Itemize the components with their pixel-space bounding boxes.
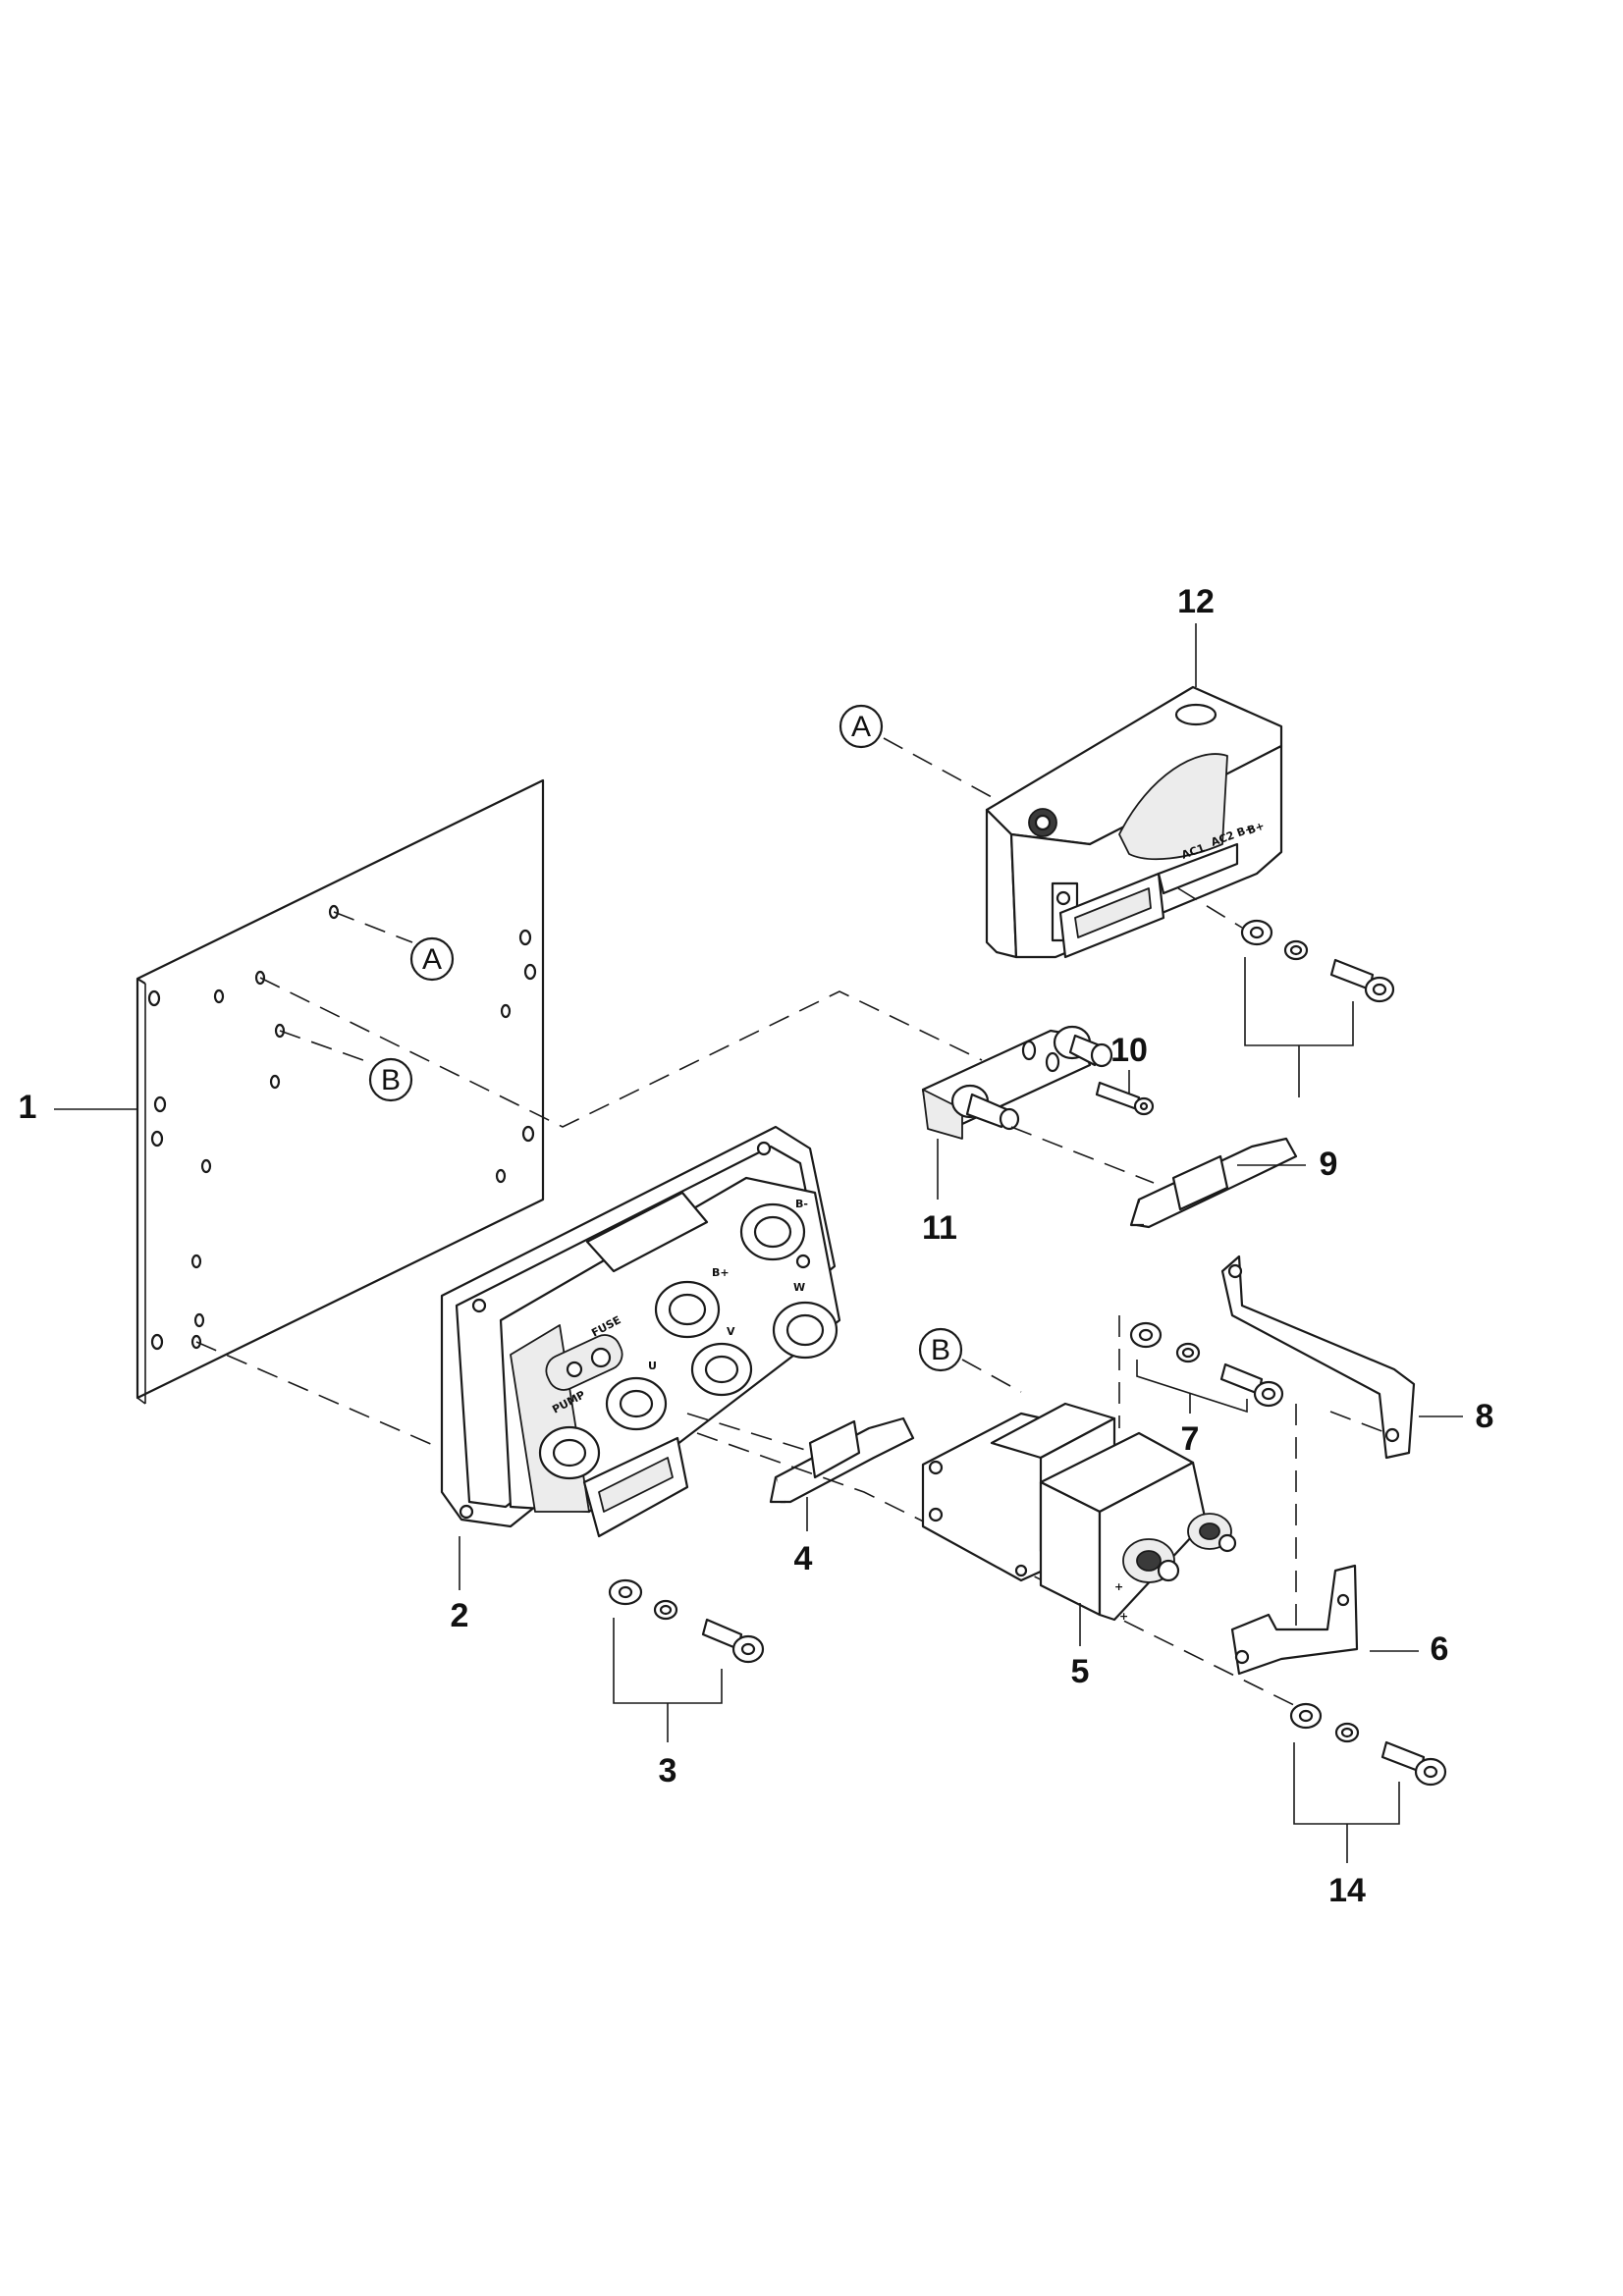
marking-b-plus: B+ <box>712 1266 730 1279</box>
callout-7: 7 <box>1181 1420 1200 1458</box>
callout-11: 11 <box>922 1209 957 1247</box>
control-module-12: AC1 AC2 B+ B+ <box>985 685 1283 959</box>
plate-holes <box>147 904 537 1351</box>
callout-10: 10 <box>1110 1032 1148 1069</box>
fuse-strip-9 <box>1129 1137 1298 1229</box>
ref-A-top: A <box>839 704 884 749</box>
callout-9: 9 <box>1320 1146 1338 1183</box>
marking-b-minus: B- <box>795 1198 808 1210</box>
callout-5: 5 <box>1071 1653 1090 1690</box>
callout-8: 8 <box>1476 1398 1494 1435</box>
contactor-5: + + <box>921 1402 1237 1623</box>
ref-B-relay: B <box>918 1327 963 1372</box>
fuse-strip-4 <box>769 1416 915 1504</box>
svg-text:A: A <box>851 711 871 743</box>
controller-terminals <box>538 1202 839 1480</box>
svg-text:B: B <box>931 1334 950 1366</box>
fastener-set-module <box>1240 919 1395 1003</box>
svg-text:B: B <box>381 1064 401 1096</box>
marking-bplus: B+ <box>1246 820 1267 837</box>
motor-controller: FUSE PUMP U V W B+ B- <box>440 1125 841 1538</box>
svg-text:+: + <box>1114 1580 1123 1593</box>
fastener-set-14 <box>1289 1702 1447 1787</box>
svg-text:A: A <box>422 943 442 976</box>
callout-14: 14 <box>1328 1872 1366 1909</box>
fastener-set-3 <box>608 1578 765 1664</box>
marking-v: V <box>727 1325 735 1338</box>
callout-3: 3 <box>659 1752 677 1789</box>
leader-relay-to-screw14 <box>696 1432 1317 1717</box>
svg-text:+: + <box>1119 1610 1128 1623</box>
marking-u: U <box>648 1360 657 1372</box>
ref-A-plate: A <box>409 936 455 982</box>
marking-w: W <box>793 1281 805 1294</box>
stud-10 <box>1095 1081 1155 1116</box>
leader-plate-to-A <box>333 911 413 943</box>
leader-plate-to-brackets <box>259 977 983 1128</box>
callout-12: 12 <box>1177 583 1215 620</box>
bracket-6 <box>1230 1564 1359 1676</box>
ref-B-plate: B <box>368 1057 413 1102</box>
callout-4: 4 <box>794 1540 813 1577</box>
leader-plate-to-B <box>279 1030 364 1061</box>
fastener-set-7 <box>1129 1321 1284 1408</box>
callout-6: 6 <box>1431 1630 1449 1668</box>
mounting-plate <box>135 778 545 1405</box>
bracket-8 <box>1220 1255 1416 1460</box>
callout-2: 2 <box>451 1597 469 1634</box>
callout-1: 1 <box>19 1089 37 1126</box>
busbar-11 <box>921 1025 1113 1140</box>
